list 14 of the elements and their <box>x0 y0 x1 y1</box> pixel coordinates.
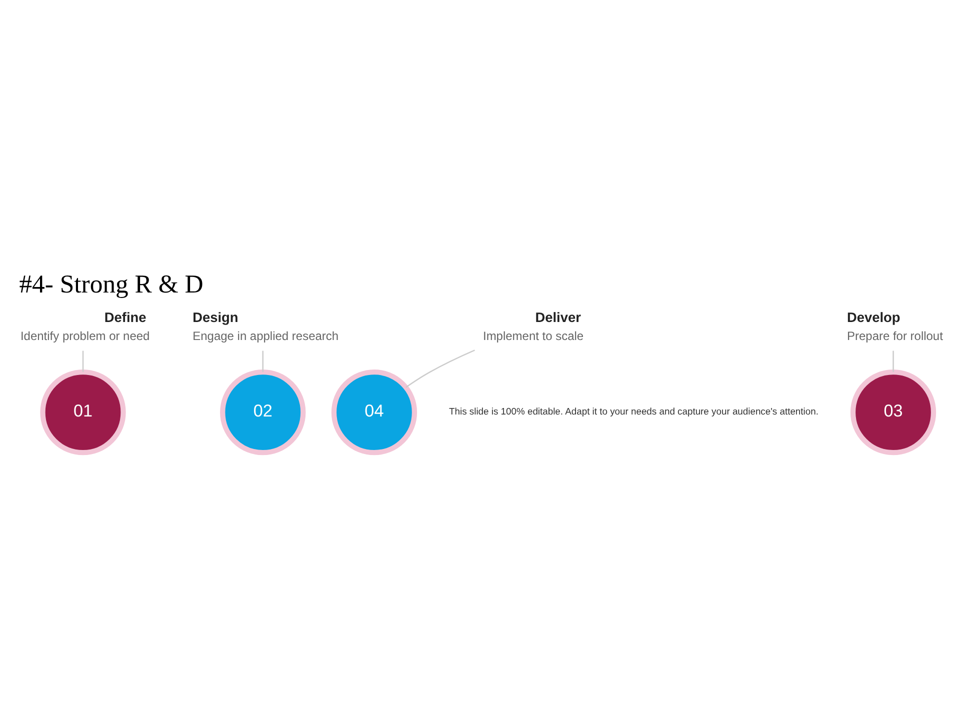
connector <box>406 349 475 388</box>
connector <box>82 350 84 372</box>
diagram-title: #4- Strong R & D <box>19 268 204 298</box>
node-text: Develop Prepare for rollout <box>847 309 943 343</box>
node-circle: 04 <box>331 369 418 455</box>
node-text: Deliver Implement to scale <box>483 309 584 343</box>
node-text: Define Identify problem or need <box>20 309 150 343</box>
node-circle: 01 <box>40 369 126 455</box>
node-text: Design Engage in applied research <box>192 309 339 343</box>
node-circle: 03 <box>850 369 936 455</box>
connector <box>892 350 894 372</box>
connector <box>262 350 264 372</box>
label: This slide is 100% editable. Adapt it to your needs and capture your audience's attention. <box>449 405 818 416</box>
node-circle: 02 <box>220 369 306 455</box>
